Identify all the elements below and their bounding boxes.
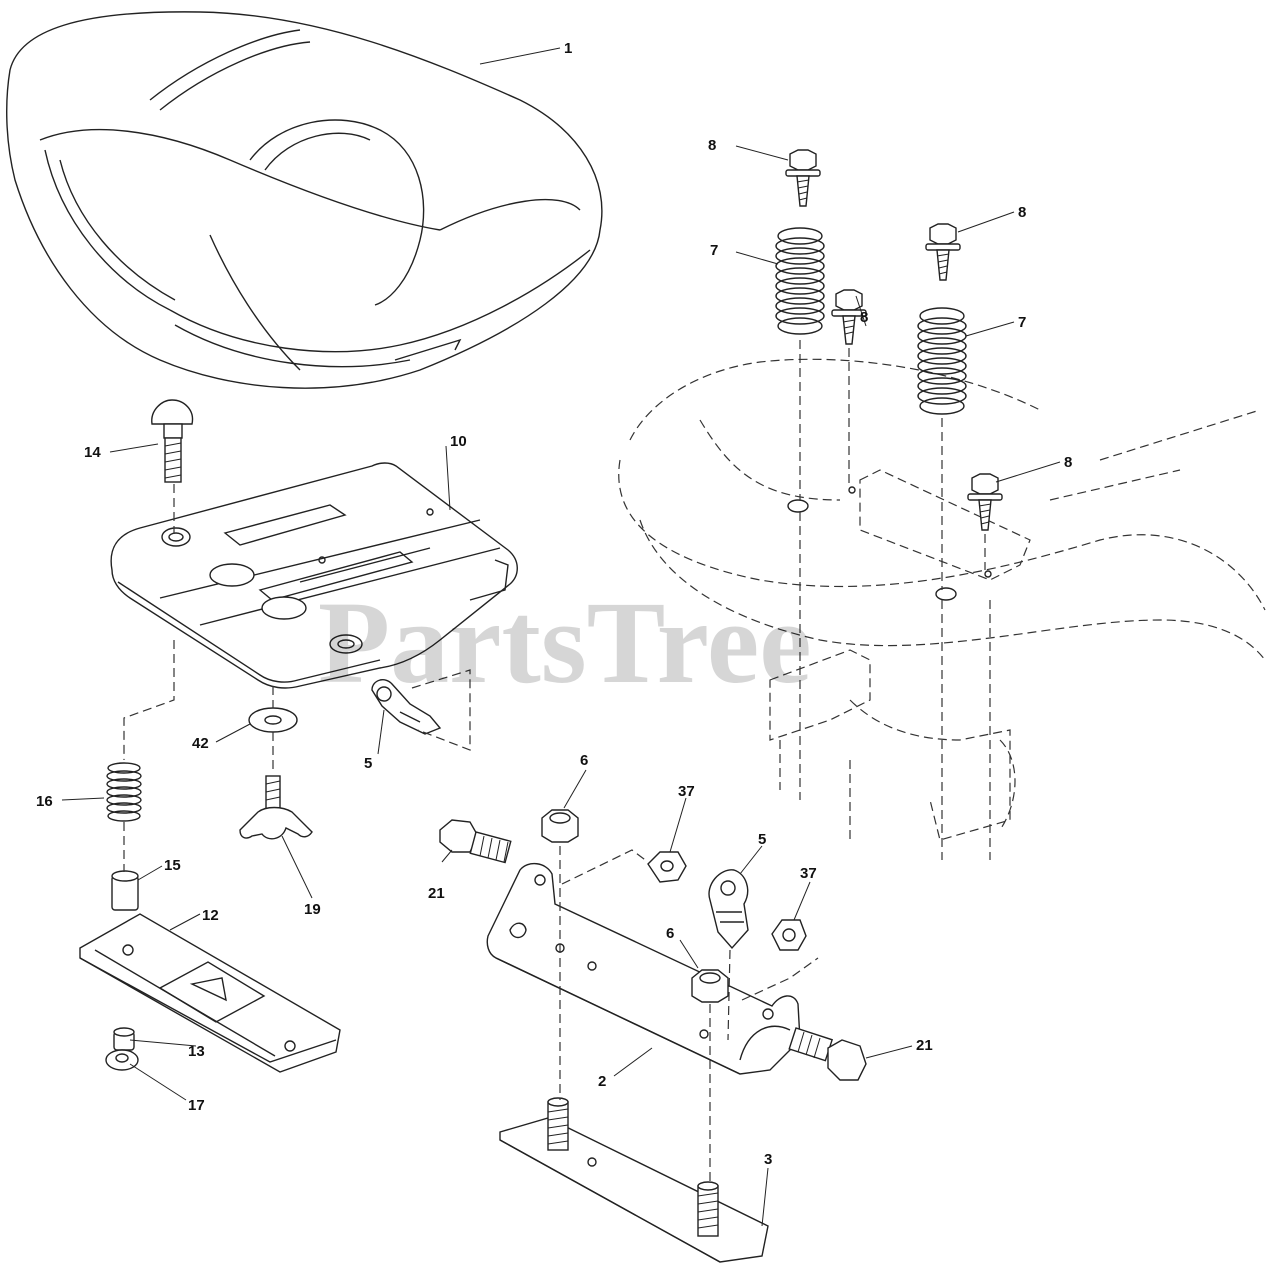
knob-part[interactable] [239, 775, 313, 840]
flange-bolt-left-part[interactable] [439, 819, 512, 864]
seat-mount-bracket-part[interactable] [486, 863, 801, 1075]
coil-spring-right-part[interactable] [917, 307, 967, 415]
callout-3: 3 [764, 1151, 772, 1168]
callout-13: 13 [188, 1043, 205, 1060]
callout-21: 21 [916, 1037, 933, 1054]
stud-left-part[interactable] [547, 1097, 569, 1151]
seat-pan-part[interactable] [110, 462, 518, 689]
callout-10: 10 [450, 433, 467, 450]
seat-switch-part[interactable] [708, 869, 749, 950]
callout-5: 5 [758, 831, 766, 848]
callout-12: 12 [202, 907, 219, 924]
callout-15: 15 [164, 857, 181, 874]
callout-8: 8 [1064, 454, 1072, 471]
tractor-frame-outline [618, 358, 1266, 841]
callout-19: 19 [304, 901, 321, 918]
screw-middle-part[interactable] [831, 289, 867, 345]
hex-nut-lower-part[interactable] [771, 919, 807, 951]
callout-labels: 1 8 8 7 7 8 8 10 14 42 5 16 15 12 19 13 … [36, 40, 1072, 1168]
callout-21: 21 [428, 885, 445, 902]
screw-top-left-part[interactable] [785, 149, 821, 207]
callout-8: 8 [1018, 204, 1026, 221]
slide-bracket-part[interactable] [79, 913, 341, 1073]
callout-leaders [61, 47, 1061, 1227]
lock-nut-upper-part[interactable] [541, 809, 579, 843]
callout-14: 14 [84, 444, 101, 461]
frame-mount-holes [787, 486, 992, 601]
callout-6: 6 [666, 925, 674, 942]
callout-7: 7 [1018, 314, 1026, 331]
screw-lower-right-part[interactable] [967, 473, 1003, 531]
watermark-text: PartsTree [318, 577, 812, 708]
flange-bolt-right-part[interactable] [788, 1027, 867, 1081]
callout-2: 2 [598, 1073, 606, 1090]
callout-16: 16 [36, 793, 53, 810]
callout-8: 8 [860, 309, 868, 326]
screw-top-right-part[interactable] [925, 223, 961, 281]
spacer-part[interactable] [111, 870, 139, 911]
nut-part-13[interactable] [113, 1027, 135, 1051]
callout-17: 17 [188, 1097, 205, 1114]
callout-8: 8 [708, 137, 716, 154]
assembly-alignment-lines [123, 340, 991, 1184]
callout-37: 37 [800, 865, 817, 882]
callout-37: 37 [678, 783, 695, 800]
coil-spring-left-part[interactable] [775, 227, 825, 335]
seat-part[interactable] [6, 11, 603, 389]
callout-5: 5 [364, 755, 372, 772]
compression-spring-part[interactable] [106, 762, 142, 822]
hex-nut-upper-part[interactable] [647, 851, 687, 883]
seat-switch-clip-part[interactable] [371, 679, 442, 735]
carriage-bolt-part[interactable] [151, 399, 194, 483]
mounting-plate-part[interactable] [499, 1117, 769, 1263]
stud-right-part[interactable] [697, 1181, 719, 1237]
callout-6: 6 [580, 752, 588, 769]
callout-1: 1 [564, 40, 572, 57]
callout-42: 42 [192, 735, 209, 752]
nut-part-17[interactable] [105, 1049, 139, 1071]
washer-part[interactable] [248, 707, 298, 733]
lock-nut-lower-part[interactable] [691, 969, 729, 1003]
callout-7: 7 [710, 242, 718, 259]
